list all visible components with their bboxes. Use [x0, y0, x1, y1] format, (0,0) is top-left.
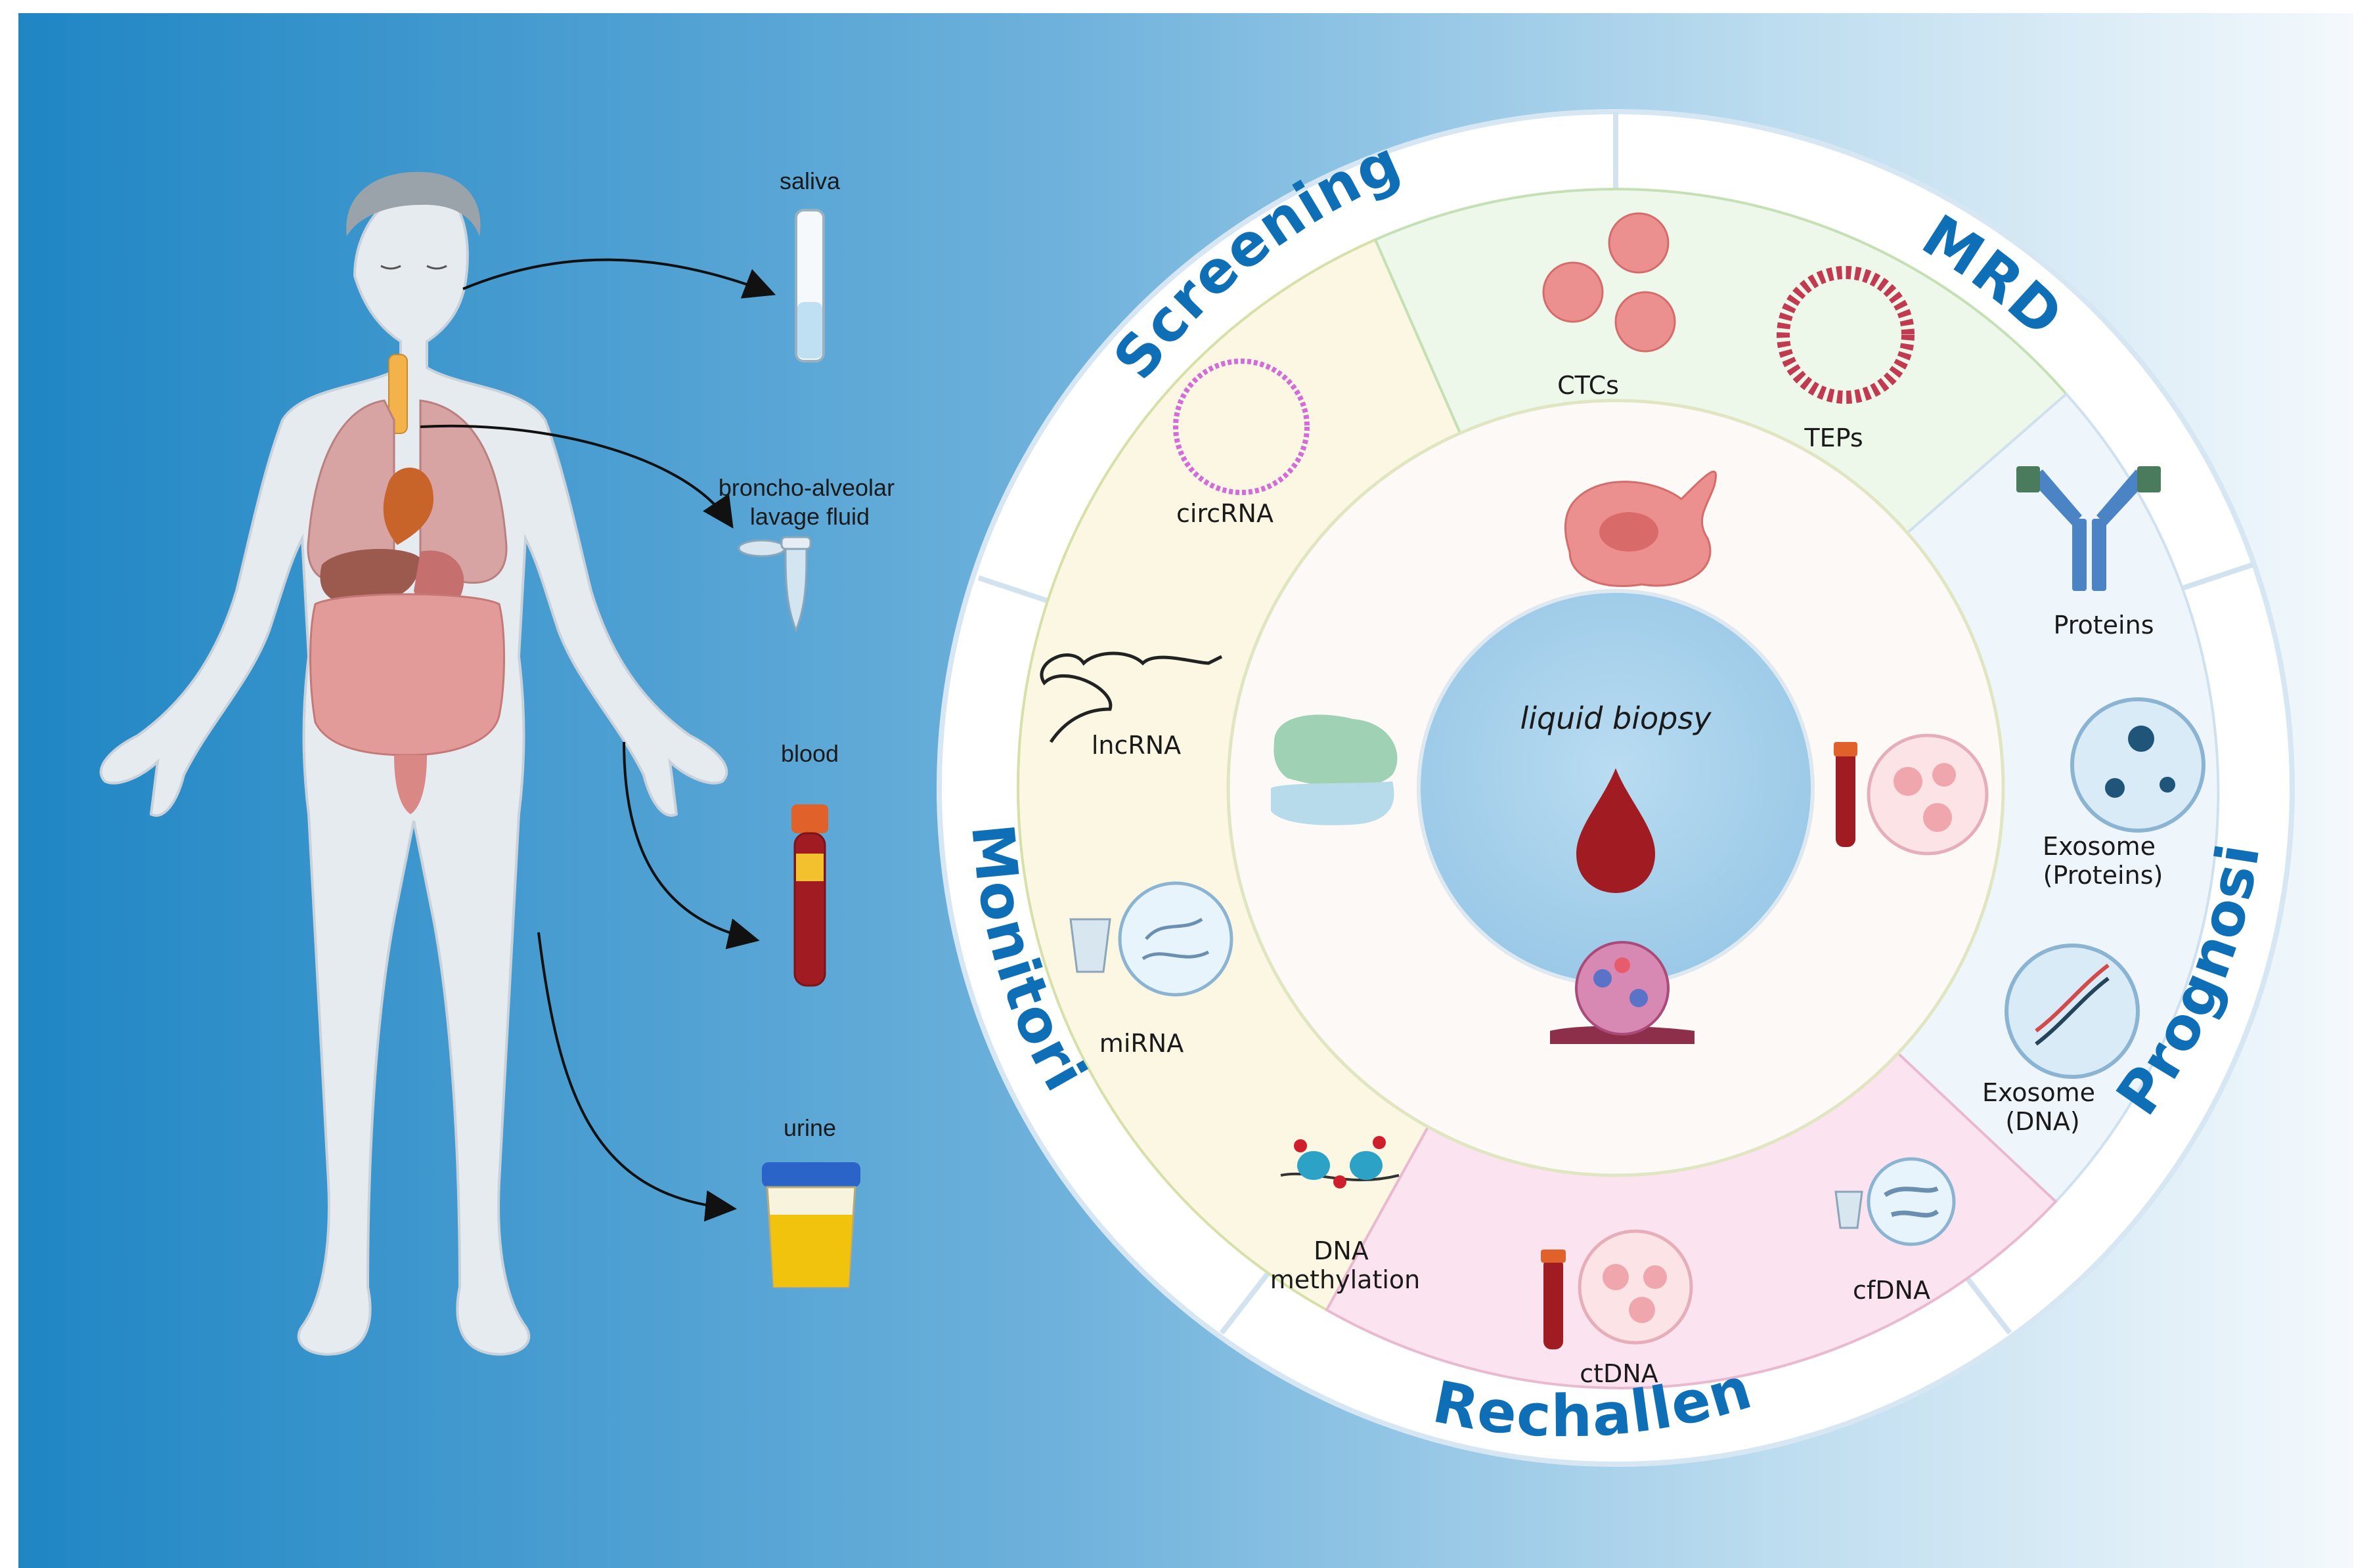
page-margin-left: [0, 0, 18, 1568]
label-mirna: miRNA: [1099, 1029, 1184, 1058]
teps-icon: [1777, 266, 1915, 404]
sample-label-balf: broncho-alveolar lavage fluid: [719, 474, 901, 530]
arrow-to-urine: [537, 932, 737, 1222]
closed-eyes-icon: [380, 265, 447, 270]
exosome-membrane-icon: [1271, 714, 1398, 825]
human-body-figure: [99, 171, 728, 1356]
trachea: [388, 354, 408, 434]
sample-arrows: [420, 258, 776, 1222]
center-label: liquid biopsy: [1520, 701, 1712, 736]
ctdna-icon: [1541, 1229, 1693, 1349]
analyte-labels: circRNA CTCs TEPs Proteins Exosome (Prot…: [1092, 371, 2163, 1388]
liver: [320, 549, 420, 604]
label-exosome-dna: Exosome (DNA): [1982, 1078, 2103, 1136]
label-ctcs: CTCs: [1557, 371, 1619, 400]
exosome-proteins-icon: [2070, 697, 2205, 833]
heart: [383, 468, 433, 545]
balf-tube-icon: [738, 536, 812, 634]
dna-methylation-icon: [1280, 1136, 1400, 1188]
label-exosome-proteins: Exosome (Proteins): [2043, 832, 2163, 890]
blood-tube-magnified-icon: [1834, 733, 1989, 856]
antibody-icon: [2016, 466, 2161, 591]
saliva-tube-icon: [795, 209, 825, 362]
label-cfdna: cfDNA: [1853, 1276, 1930, 1305]
arrow-to-balf: [420, 424, 734, 529]
tumor-vessel-icon: [1550, 941, 1695, 1044]
tumor-cell-icon: [1564, 470, 1717, 588]
label-teps: TEPs: [1804, 424, 1863, 452]
label-ctdna: ctDNA: [1580, 1359, 1658, 1388]
mirna-icon: [1069, 881, 1233, 997]
exosome-dna-icon: [2005, 944, 2140, 1079]
cfdna-icon: [1834, 1157, 1956, 1246]
blood-tube-icon: [791, 804, 828, 987]
blood-drop-icon: [1576, 768, 1655, 893]
circrna-icon: [1173, 359, 1310, 495]
lncrna-icon: [1040, 651, 1223, 743]
label-circrna: circRNA: [1176, 499, 1274, 528]
arrow-to-blood: [623, 741, 760, 949]
urine-cup-icon: [762, 1162, 860, 1288]
label-dna-methylation: DNA methylation: [1270, 1236, 1421, 1294]
outer-ring-dividers: [977, 112, 2254, 1335]
ctcs-icon: [1542, 212, 1676, 353]
sample-label-blood: blood: [781, 740, 839, 767]
bladder: [394, 755, 427, 814]
arrow-to-saliva: [462, 258, 776, 299]
hair: [346, 171, 481, 236]
sample-labels: saliva broncho-alveolar lavage fluid blo…: [719, 167, 901, 1141]
label-lncrna: lncRNA: [1092, 731, 1181, 760]
page-margin-top: [0, 0, 2371, 13]
intestines: [309, 593, 505, 756]
sample-label-urine: urine: [784, 1114, 836, 1141]
label-proteins: Proteins: [2053, 611, 2154, 640]
sample-label-saliva: saliva: [780, 167, 841, 194]
